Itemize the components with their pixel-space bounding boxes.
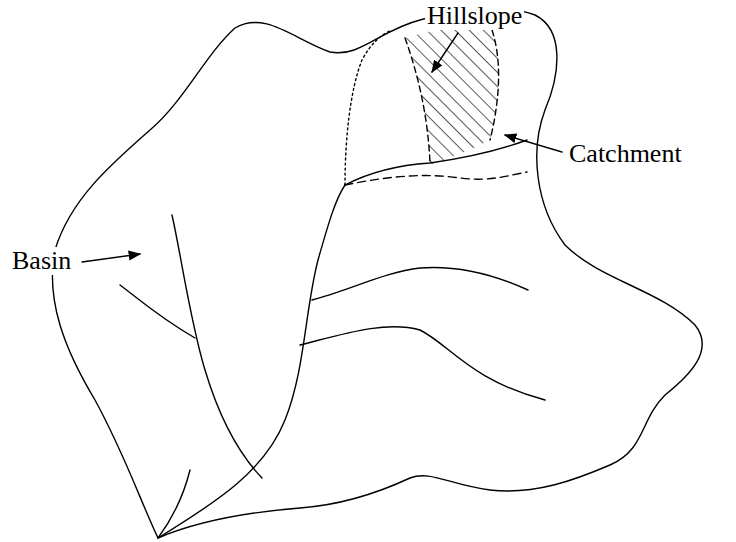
basin-label: Basin	[10, 247, 73, 275]
left-branch	[120, 285, 195, 338]
right-tributary	[312, 267, 528, 300]
hillslope-arrow	[432, 33, 458, 72]
hillslope-hatch	[405, 26, 499, 165]
left-tributary	[172, 215, 262, 478]
catchment-label: Catchment	[567, 140, 684, 168]
upper-channel	[345, 140, 527, 185]
hillslope-dash	[490, 30, 499, 140]
hillslope-dash	[405, 38, 430, 163]
basin-boundary	[52, 8, 702, 538]
main-channel	[158, 185, 345, 538]
hillslope-label: Hillslope	[425, 2, 524, 30]
catchment-divide	[345, 172, 527, 185]
lower-tributary	[300, 327, 545, 400]
hillslope-divide	[345, 30, 392, 185]
basin-arrow	[82, 254, 140, 262]
catchment-arrow	[505, 135, 562, 152]
